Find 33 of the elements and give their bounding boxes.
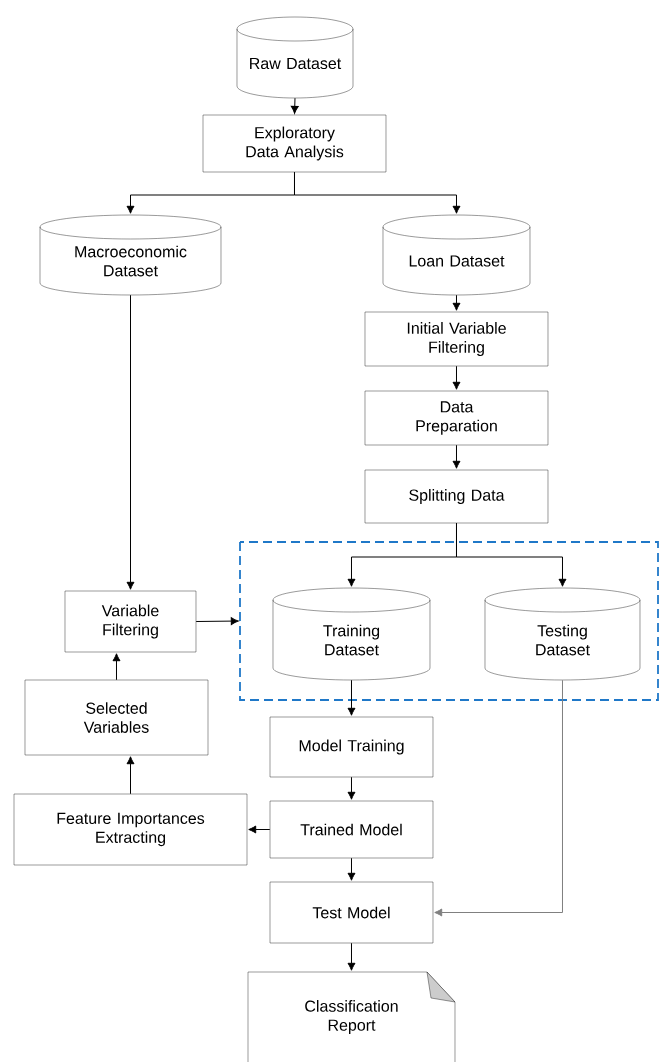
database-cylinder: Testing Dataset [484,587,641,681]
arrow [456,522,567,587]
arrow [112,653,121,681]
process-box: Variable Filtering [64,590,197,653]
arrow [452,444,461,469]
process-box: Selected Variables [24,679,209,756]
arrow [126,756,135,795]
arrow [347,857,356,881]
process-box: Feature Importances Extracting [13,793,248,866]
process-box: Initial Variable Filtering [364,311,549,367]
arrow [126,294,135,590]
process-box: Exploratory Data Analysis [202,114,387,173]
arrow [452,294,461,311]
process-box: Trained Model [269,800,434,859]
arrow [248,825,271,834]
arrow [347,679,356,716]
process-box: Data Preparation [364,390,549,446]
process-box: Model Training [269,716,434,778]
group-box [239,541,659,701]
process-box: Splitting Data [364,469,549,524]
arrow [347,942,356,971]
database-cylinder: Training Dataset [272,587,431,681]
database-cylinder: Loan Dataset [382,214,531,296]
process-box: Test Model [269,881,434,944]
arrow [290,97,299,114]
arrow [294,171,461,214]
arrow [347,776,356,800]
node-label: Classification Report [305,1000,398,1034]
arrow [195,617,239,626]
database-cylinder: Raw Dataset [236,16,354,99]
arrow [434,679,563,917]
database-cylinder: Macroeconomic Dataset [39,214,222,296]
arrow [452,365,461,390]
